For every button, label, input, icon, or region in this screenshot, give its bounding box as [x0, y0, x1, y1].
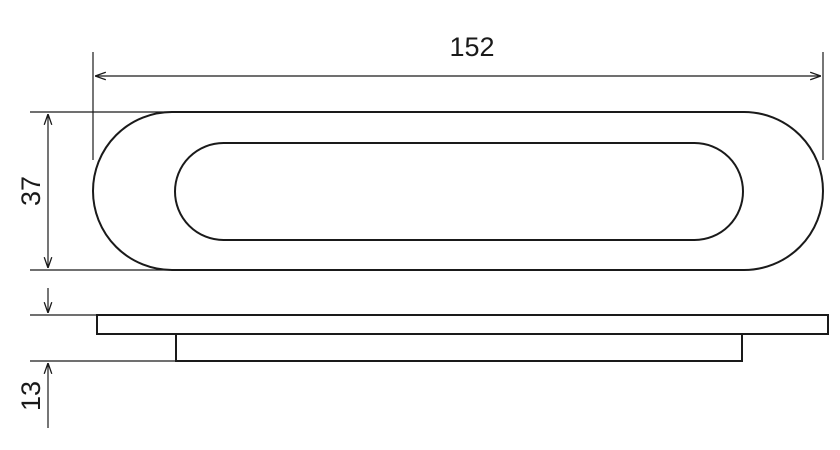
height-dimension: 37 — [16, 111, 175, 271]
length-dimension-label: 152 — [449, 32, 494, 62]
thickness-dimension: 13 — [16, 288, 176, 428]
inner-recess-outline — [174, 142, 744, 241]
side-view — [96, 314, 829, 362]
recess-body-profile — [175, 334, 743, 362]
outer-plate-outline — [92, 111, 824, 271]
top-view — [92, 111, 824, 271]
length-dimension: 152 — [92, 32, 824, 160]
thickness-dimension-label: 13 — [16, 381, 46, 411]
plate-profile — [96, 314, 829, 335]
height-dimension-label: 37 — [16, 176, 46, 206]
